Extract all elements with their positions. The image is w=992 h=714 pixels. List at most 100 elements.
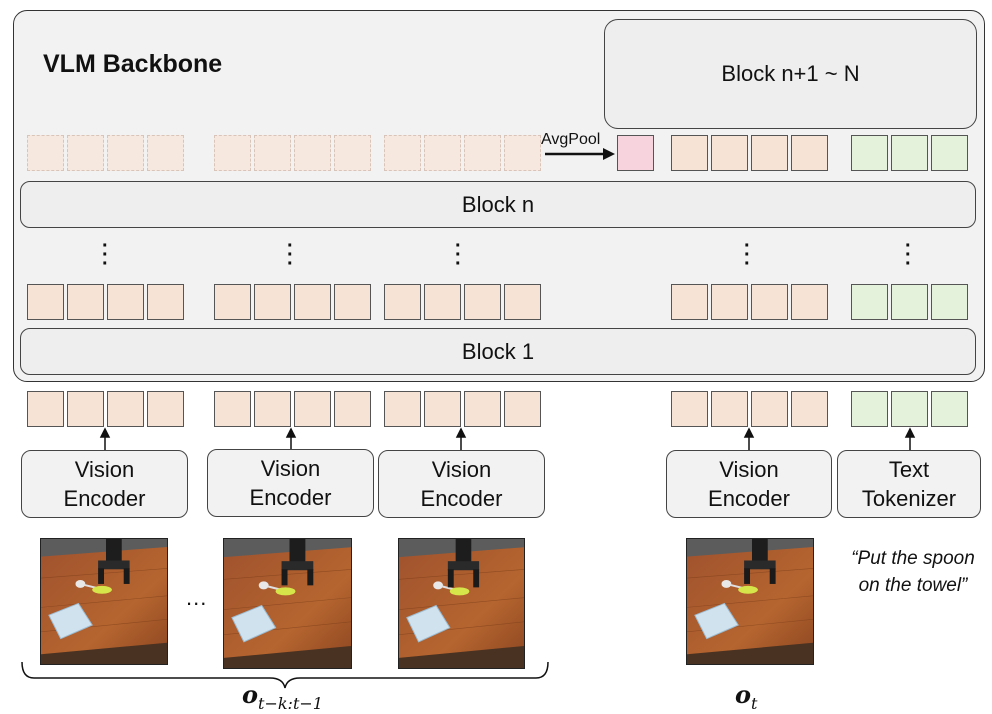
vision-token	[671, 135, 708, 171]
instruction-text: “Put the spoon on the towel”	[838, 545, 988, 599]
robot-scene-image	[686, 538, 814, 665]
block-upper-label: Block n+1 ~ N	[721, 61, 860, 86]
current-label: ot	[735, 680, 757, 713]
vision-token	[464, 284, 501, 320]
vision-encoder-current: Vision Encoder	[666, 450, 832, 518]
vision-token	[504, 284, 541, 320]
vision-token	[67, 391, 104, 427]
text-token	[931, 135, 968, 171]
vision-encoder-2-line2: Encoder	[249, 485, 332, 510]
vertical-ellipsis: ···	[102, 235, 109, 275]
vision-token	[711, 135, 748, 171]
pooled-history-token	[334, 135, 371, 171]
pooled-history-token	[424, 135, 461, 171]
history-ellipsis: ...	[186, 585, 208, 610]
vision-token	[424, 284, 461, 320]
vision-token	[254, 391, 291, 427]
vision-encoder-2-line1: Vision	[260, 456, 321, 481]
block-1: Block 1	[20, 328, 976, 375]
text-token	[851, 284, 888, 320]
current-label-main: o	[735, 680, 752, 709]
pooled-history-token	[107, 135, 144, 171]
vision-token	[27, 391, 64, 427]
text-tokenizer-line2: Tokenizer	[861, 486, 957, 511]
vision-encoder-1-line1: Vision	[74, 457, 135, 482]
text-token	[931, 391, 968, 427]
vision-encoder-1-line2: Encoder	[63, 486, 146, 511]
pooled-history-token	[294, 135, 331, 171]
avgpool-arrow	[545, 148, 615, 160]
pooled-history-token	[147, 135, 184, 171]
vision-token	[27, 284, 64, 320]
vision-encoder-current-line2: Encoder	[708, 486, 790, 511]
text-token	[891, 284, 928, 320]
text-token	[891, 391, 928, 427]
vision-token	[384, 391, 421, 427]
vertical-ellipsis: ···	[744, 235, 751, 275]
pooled-history-token	[214, 135, 251, 171]
pooled-history-token	[254, 135, 291, 171]
vision-token	[214, 284, 251, 320]
pooled-history-token	[27, 135, 64, 171]
history-label: ot−k:t−1	[242, 680, 323, 713]
text-token	[851, 135, 888, 171]
vision-token	[424, 391, 461, 427]
text-tokenizer: Text Tokenizer	[837, 450, 981, 518]
instruction-line-2: on the towel”	[858, 575, 968, 596]
history-label-sub: t−k:t−1	[258, 693, 323, 713]
text-token	[851, 391, 888, 427]
vision-token	[384, 284, 421, 320]
block-1-label: Block 1	[461, 338, 535, 364]
vision-token	[464, 391, 501, 427]
vision-token	[711, 391, 748, 427]
history-label-main: o	[242, 680, 259, 709]
pooled-history-token	[67, 135, 104, 171]
robot-scene-image	[398, 538, 525, 669]
pooled-history-token	[384, 135, 421, 171]
vision-token	[504, 391, 541, 427]
vertical-ellipsis: ···	[905, 235, 912, 275]
encoder-arrows	[99, 427, 916, 450]
text-token	[891, 135, 928, 171]
avgpool-label: AvgPool	[541, 131, 601, 148]
vision-encoder-current-line1: Vision	[719, 457, 779, 482]
vision-token	[791, 284, 828, 320]
vision-token	[334, 391, 371, 427]
block-n: Block n	[20, 181, 976, 228]
vision-token	[791, 135, 828, 171]
vision-token	[107, 391, 144, 427]
vision-token	[671, 391, 708, 427]
text-tokenizer-line1: Text	[888, 457, 930, 482]
avgpool-token	[617, 135, 654, 171]
robot-scene-image	[223, 538, 352, 669]
vertical-ellipsis: ···	[455, 235, 462, 275]
vision-token	[254, 284, 291, 320]
history-brace	[21, 661, 549, 689]
vision-token	[751, 284, 788, 320]
vision-encoder-1: Vision Encoder	[21, 450, 188, 518]
block-upper: Block n+1 ~ N	[604, 19, 977, 129]
vision-token	[294, 391, 331, 427]
vision-encoder-3-line1: Vision	[431, 457, 492, 482]
vision-token	[791, 391, 828, 427]
pooled-history-token	[464, 135, 501, 171]
vision-token	[147, 391, 184, 427]
vision-token	[294, 284, 331, 320]
vision-token	[711, 284, 748, 320]
vision-encoder-3-line2: Encoder	[420, 486, 503, 511]
vision-token	[214, 391, 251, 427]
vertical-ellipsis: ···	[287, 235, 294, 275]
vision-token	[751, 135, 788, 171]
robot-scene-image	[40, 538, 168, 665]
vision-token	[671, 284, 708, 320]
backbone-title: VLM Backbone	[43, 50, 223, 78]
block-n-label: Block n	[461, 191, 535, 217]
vision-token	[67, 284, 104, 320]
vision-token	[751, 391, 788, 427]
vision-token	[334, 284, 371, 320]
vision-encoder-2: Vision Encoder	[207, 449, 374, 517]
instruction-line-1: “Put the spoon	[851, 548, 975, 569]
vision-token	[147, 284, 184, 320]
current-label-sub: t	[751, 693, 758, 713]
vision-token	[107, 284, 144, 320]
